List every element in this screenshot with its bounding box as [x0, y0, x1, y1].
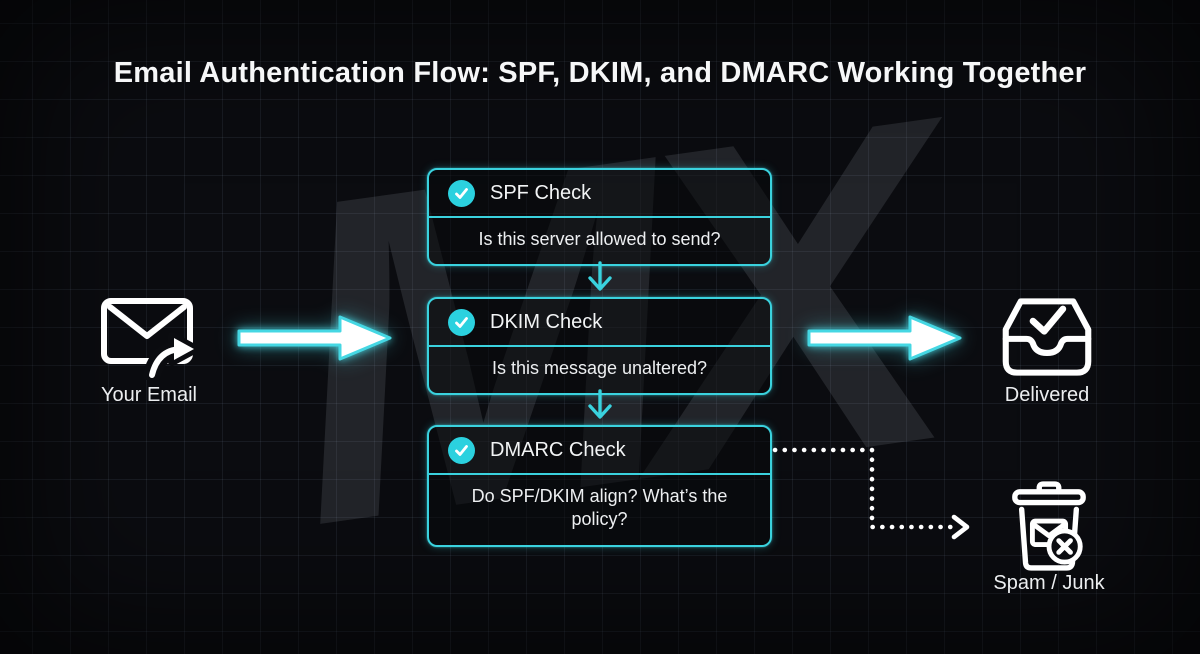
source-label: Your Email [101, 384, 197, 406]
arrow-right-icon [237, 315, 392, 361]
check-circle-icon [448, 437, 475, 464]
page-title: Email Authentication Flow: SPF, DKIM, an… [113, 57, 1087, 89]
divider [429, 345, 770, 347]
spf-check-title: SPF Check [490, 182, 592, 204]
dotted-elbow-arrow-icon [772, 447, 970, 540]
dmarc-check-title: DMARC Check [490, 439, 626, 461]
dkim-check-question: Is this message unaltered? [491, 358, 708, 378]
dkim-check-title: DKIM Check [490, 311, 603, 333]
dmarc-check-question: Do SPF/DKIM align? What’s the policy? [471, 486, 728, 530]
email-forward-icon [101, 298, 198, 380]
spf-check-question: Is this server allowed to send? [478, 229, 721, 249]
dmarc-check-box: DMARC Check Do SPF/DKIM align? What’s th… [427, 425, 772, 547]
divider [429, 216, 770, 218]
arrow-right-icon [807, 315, 962, 361]
spf-check-box: SPF Check Is this server allowed to send… [427, 168, 772, 267]
divider [429, 473, 770, 475]
arrow-down-icon [588, 261, 612, 291]
delivered-label: Delivered [1004, 384, 1090, 406]
inbox-check-icon [1002, 298, 1092, 376]
trash-spam-icon [1012, 481, 1086, 571]
dkim-check-box: DKIM Check Is this message unaltered? [427, 297, 772, 396]
spam-junk-label: Spam / Junk [993, 572, 1105, 594]
arrow-down-icon [588, 389, 612, 419]
check-circle-icon [448, 180, 475, 207]
check-circle-icon [448, 309, 475, 336]
